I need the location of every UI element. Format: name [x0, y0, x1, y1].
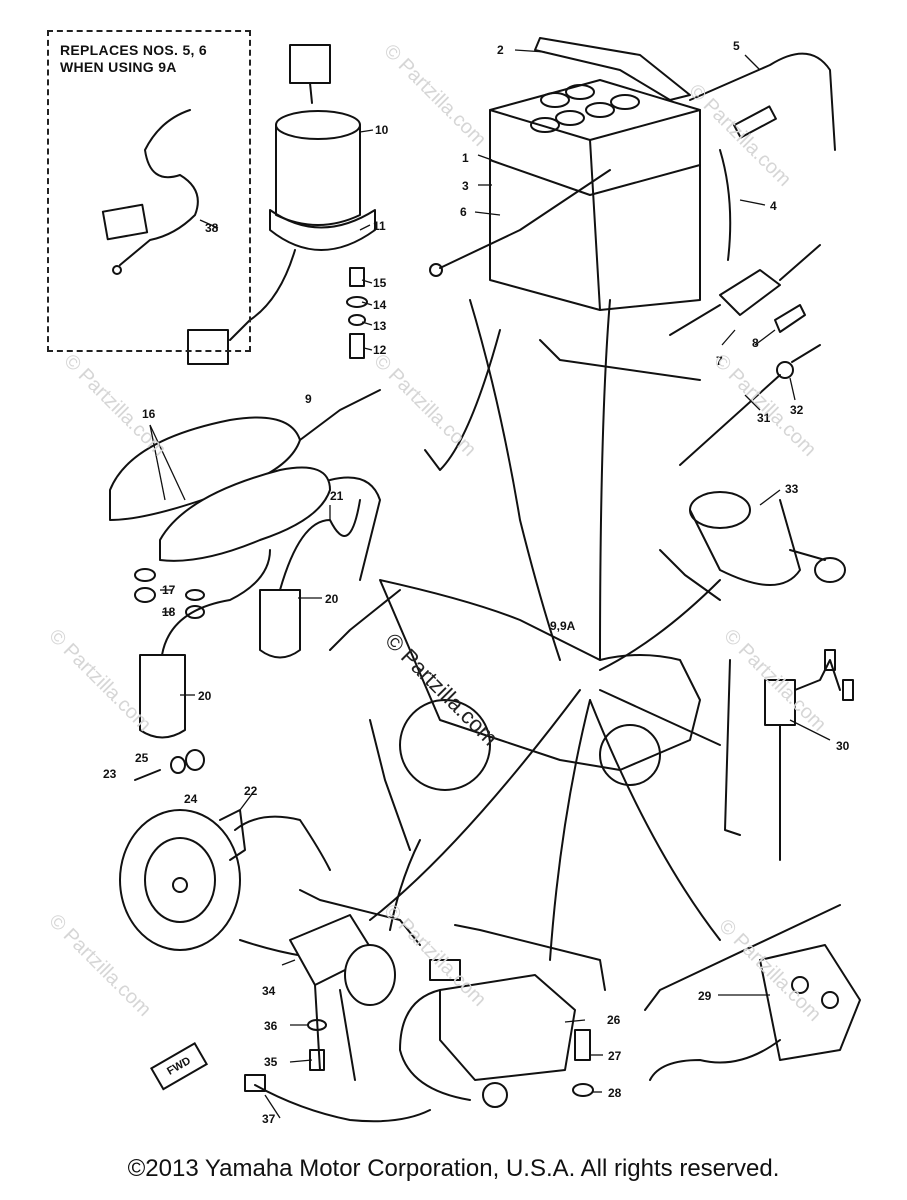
part-label-20-upper: 20	[325, 592, 339, 606]
part-label-7: 7	[716, 354, 723, 368]
part-label-11: 11	[373, 219, 386, 233]
part-label-36: 36	[264, 1019, 278, 1033]
part-label-22: 22	[244, 784, 258, 798]
part-label-14: 14	[373, 298, 387, 312]
part-label-24: 24	[184, 792, 198, 806]
spark-plug-cap-upper	[259, 589, 301, 659]
inset-box	[47, 30, 251, 352]
part-label-38: 38	[205, 221, 219, 235]
part-label-20-lower: 20	[198, 689, 212, 703]
part-label-37: 37	[262, 1112, 276, 1126]
spark-plug-cap-lower	[139, 654, 186, 739]
part-label-28: 28	[608, 1086, 622, 1100]
part-label-32: 32	[790, 403, 804, 417]
part-label-15: 15	[373, 276, 387, 290]
copyright-footer: ©2013 Yamaha Motor Corporation, U.S.A. A…	[127, 1155, 780, 1182]
part-label-35: 35	[264, 1055, 278, 1069]
starter-relay	[289, 914, 396, 1081]
part-label-18: 18	[162, 605, 176, 619]
part-label-12: 12	[373, 343, 387, 357]
part-label-9: 9	[305, 392, 312, 406]
part-label-34: 34	[262, 984, 276, 998]
part-label-10: 10	[375, 123, 389, 137]
part-label-8: 8	[752, 336, 759, 350]
part-label-23: 23	[103, 767, 117, 781]
main-switch	[187, 44, 376, 365]
part-label-1: 1	[462, 151, 469, 165]
regulator	[399, 959, 576, 1108]
part-label-26: 26	[607, 1013, 621, 1027]
part-label-16: 16	[142, 407, 156, 421]
switch-30	[764, 649, 854, 861]
inset-note-line2: WHEN USING 9A	[60, 59, 177, 75]
part-label-3: 3	[462, 179, 469, 193]
battery	[489, 79, 701, 311]
rectifier	[649, 944, 861, 1081]
part-label-21: 21	[330, 489, 344, 503]
part-label-30: 30	[836, 739, 850, 753]
battery-cable-minus	[439, 169, 611, 269]
part-label-31: 31	[757, 411, 771, 425]
part-label-6: 6	[460, 205, 467, 219]
part-label-33: 33	[785, 482, 799, 496]
inset-note: REPLACES NOS. 5, 6 WHEN USING 9A	[60, 42, 207, 76]
part-label-2: 2	[497, 43, 504, 57]
part-label-17: 17	[162, 583, 176, 597]
inset-harness	[101, 109, 199, 275]
frame-outline	[379, 579, 701, 771]
part-label-27: 27	[608, 1049, 622, 1063]
relay	[719, 269, 781, 316]
part-label-5: 5	[733, 39, 740, 53]
part-label-25: 25	[135, 751, 149, 765]
part-label-13: 13	[373, 319, 387, 333]
battery-cable-plus	[689, 52, 836, 151]
part-label-9-9a: 9,9A	[550, 619, 576, 633]
breather-pipe	[719, 149, 732, 261]
inset-note-line1: REPLACES NOS. 5, 6	[60, 42, 207, 58]
battery-strap	[534, 37, 691, 101]
part-label-4: 4	[770, 199, 777, 213]
part-label-29: 29	[698, 989, 712, 1003]
condenser	[689, 491, 846, 586]
ignition-coils	[109, 389, 381, 581]
